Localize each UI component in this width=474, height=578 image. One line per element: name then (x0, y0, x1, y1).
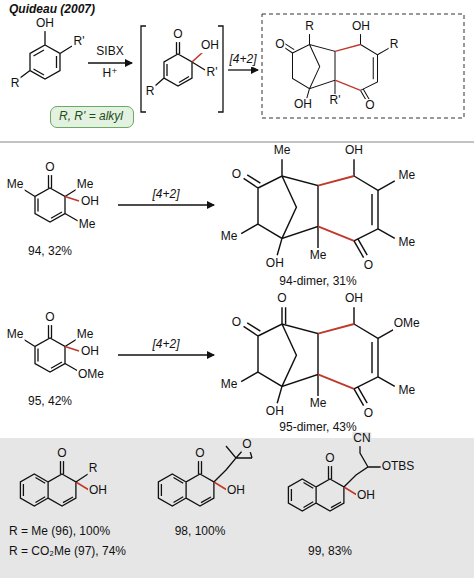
atom-label: O (56, 447, 67, 461)
atom-label: Me (309, 397, 328, 411)
compound-label: R = CO₂Me (97), 74% (8, 545, 127, 559)
atom-label: Me (273, 144, 292, 158)
atom-label: R' (329, 94, 342, 108)
atom-label: O (231, 168, 242, 182)
compound-label: 94, 32% (27, 245, 73, 259)
reagent-label: SIBX (95, 45, 124, 59)
atom-label: O (363, 259, 374, 273)
atom-label: Me (76, 328, 95, 342)
atom-label: O (44, 161, 55, 175)
atom-label: O (231, 316, 242, 330)
atom-label: OH (35, 17, 55, 31)
scheme-title: Quideau (2007) (8, 3, 96, 17)
atom-label: OH (265, 405, 285, 419)
compound-label: 95-dimer, 43% (278, 421, 357, 435)
atom-label: O (363, 407, 374, 421)
compound-label: 95, 42% (27, 395, 73, 409)
atom-label: OH (356, 489, 376, 503)
atom-label: Me (220, 230, 239, 244)
atom-label: Me (78, 218, 97, 232)
atom-label: O (324, 452, 335, 466)
atom-label: Me (397, 236, 416, 250)
atom-label: OH (80, 345, 100, 359)
definition-box: R, R' = alkyl (50, 106, 134, 128)
atom-label: O (364, 99, 375, 113)
atom-label: OH (293, 98, 313, 112)
definition-text: R, R' = alkyl (51, 107, 133, 127)
compound-label: 98, 100% (174, 525, 227, 539)
atom-label: O (194, 447, 205, 461)
compound-label: R = Me (96), 100% (8, 525, 111, 539)
atom-label: O (172, 28, 183, 42)
compound-label: 94-dimer, 31% (278, 275, 357, 289)
atom-label: OH (351, 20, 371, 34)
atom-label: CN (352, 432, 371, 446)
atom-label: O (274, 38, 285, 52)
compound-label: 99, 83% (307, 545, 353, 559)
atom-label: R (10, 77, 21, 91)
atom-label: OH (88, 484, 108, 498)
atom-label: R (389, 38, 400, 52)
atom-label: O (44, 311, 55, 325)
atom-label: OH (344, 292, 364, 306)
atom-label: R' (206, 66, 219, 80)
atom-label: R (304, 20, 315, 34)
atom-label: R' (73, 35, 86, 49)
atom-label: Me (397, 384, 416, 398)
reagent-label: H⁺ (102, 67, 119, 81)
atom-label: OH (265, 257, 285, 271)
atom-label: R (145, 85, 156, 99)
atom-label: OH (226, 484, 246, 498)
atom-label: R (88, 462, 99, 476)
atom-label: Me (309, 249, 328, 263)
atom-label: Me (220, 378, 239, 392)
atom-label: OTBS (381, 460, 416, 474)
atom-label: OH (80, 195, 100, 209)
reaction-label: [4+2] (228, 53, 257, 67)
atom-label: O (241, 438, 252, 452)
reaction-label: [4+2] (151, 338, 180, 352)
atom-label: O (276, 292, 287, 306)
atom-label: OMe (393, 317, 421, 331)
reaction-label: [4+2] (151, 188, 180, 202)
atom-label: Me (6, 178, 25, 192)
atom-label: OH (344, 144, 364, 158)
atom-label: Me (76, 178, 95, 192)
atom-label: Me (397, 169, 416, 183)
atom-label: Me (6, 328, 25, 342)
atom-label: OH (200, 39, 220, 53)
atom-label: OMe (77, 368, 105, 382)
